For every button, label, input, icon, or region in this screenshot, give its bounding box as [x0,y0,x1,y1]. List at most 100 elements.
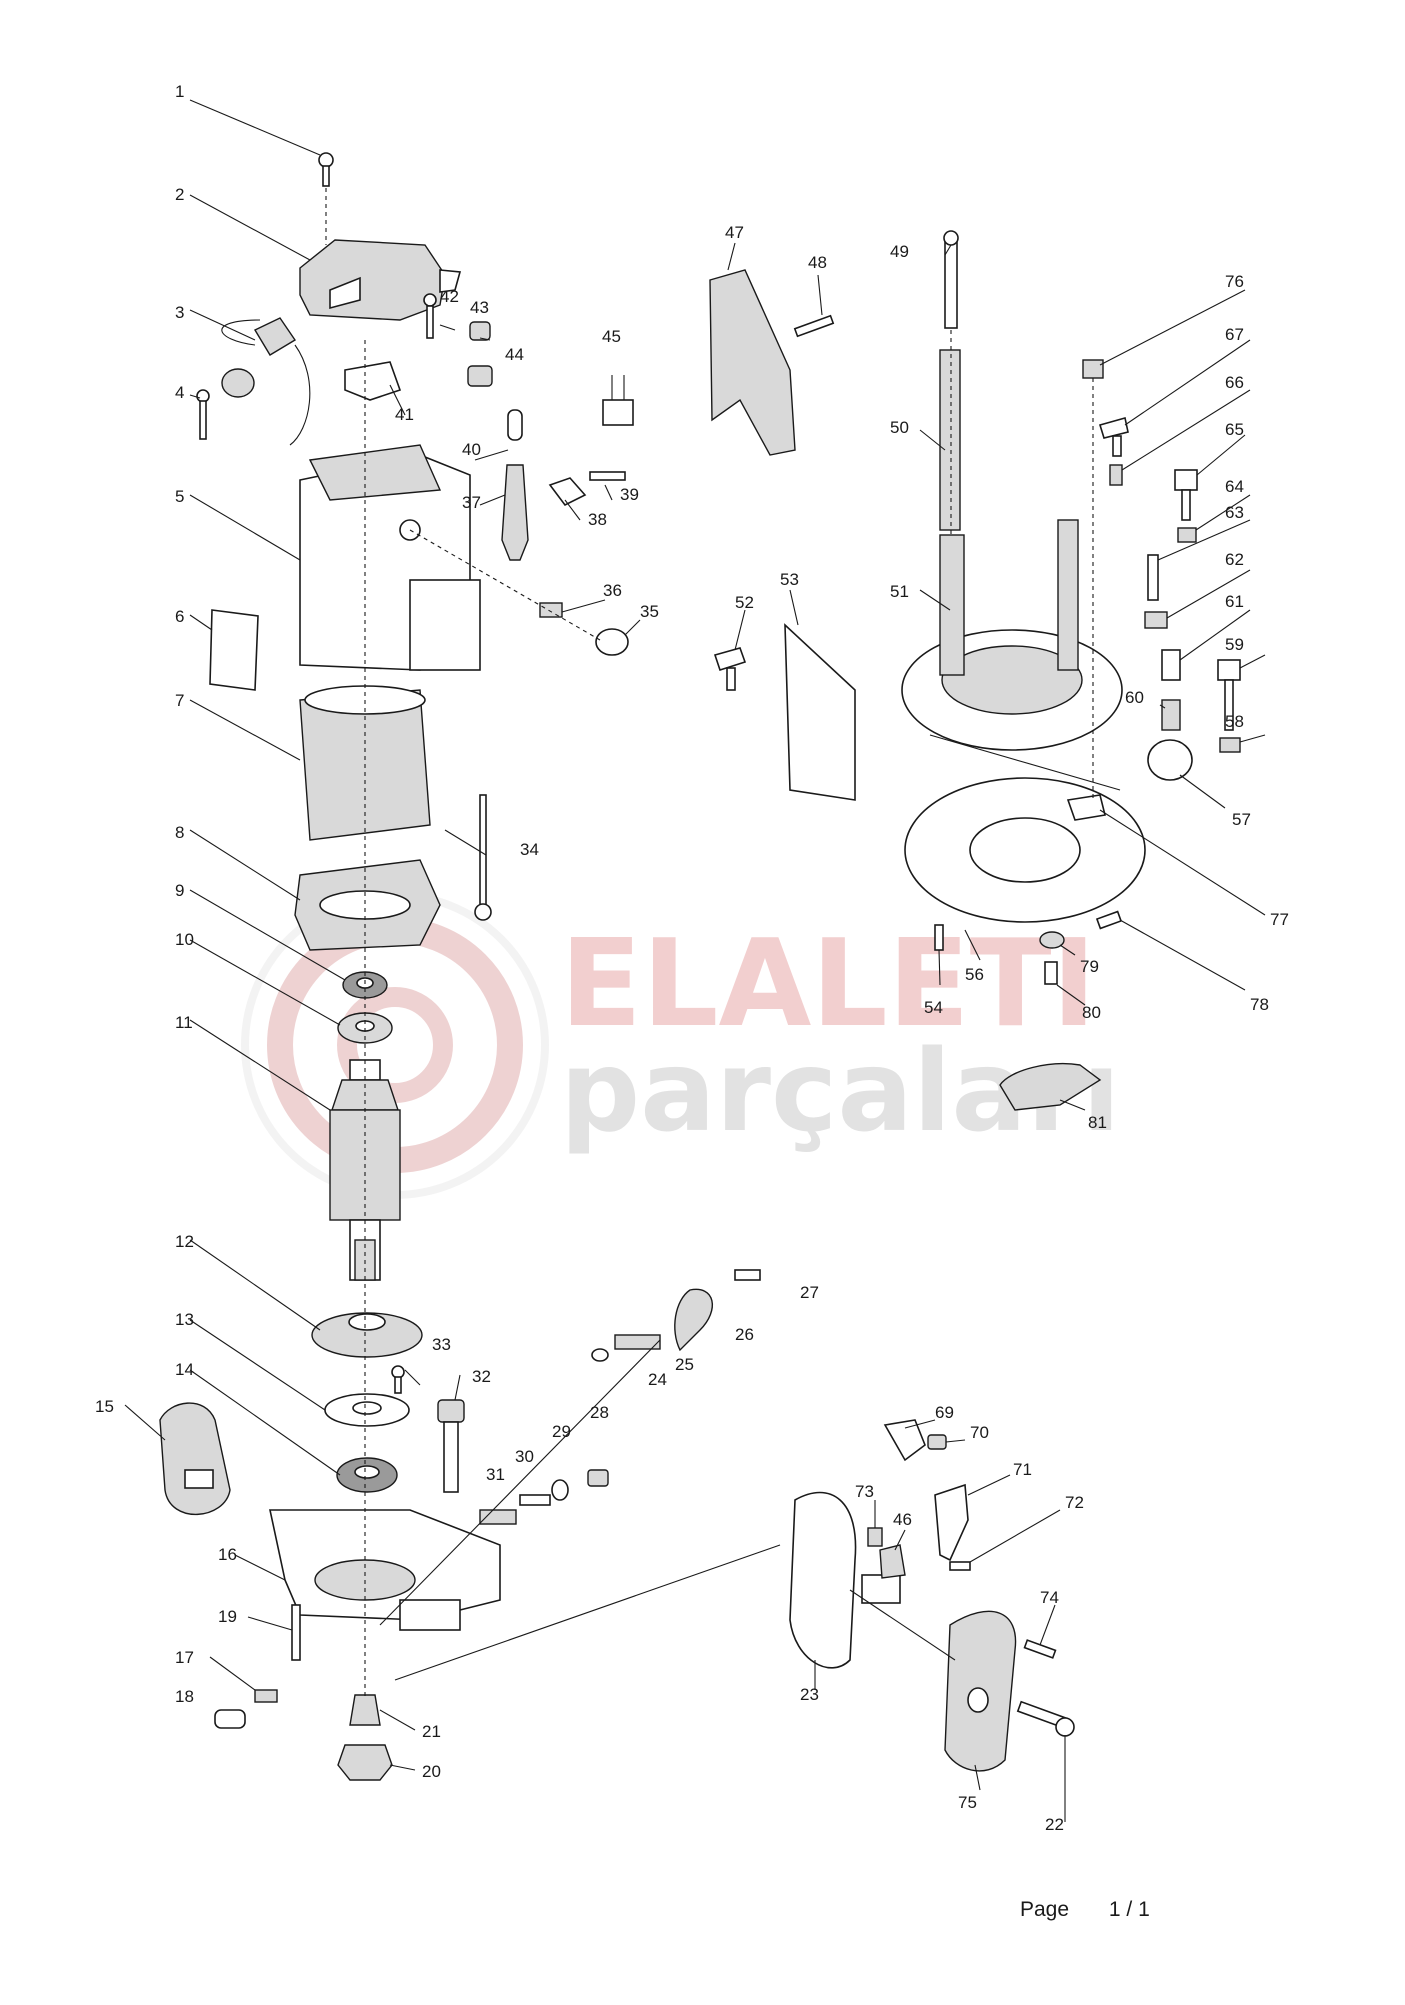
part-label: 78 [1250,995,1269,1014]
part-37-strain-relief [501,464,529,561]
part-79-washer [1039,931,1065,949]
part-38-cord-clamp [548,477,587,507]
part-label: 49 [890,242,909,261]
part-label: 17 [175,1648,194,1667]
part-28-cap [587,1469,609,1487]
part-label: 19 [218,1607,237,1626]
part-1-screw [318,152,334,187]
part-label: 51 [890,582,909,601]
part-label: 64 [1225,477,1244,496]
part-label: 40 [462,440,481,459]
part-27-screw [734,1269,761,1281]
part-77-lever [1066,794,1106,821]
brush-parts [389,324,641,656]
part-label: 36 [603,581,622,600]
part-label: 39 [620,485,639,504]
part-33-screw [391,1365,405,1394]
watermark: ELALETI parçaları [241,891,1121,1199]
part-label: 70 [970,1423,989,1442]
watermark-text-top: ELALETI [560,915,1096,1054]
part-21-collet-cone [349,1694,381,1726]
leader-lines-right [727,242,1266,1111]
part-label: 32 [472,1367,491,1386]
part-81-lever-handle [999,1063,1102,1111]
part-label: 69 [935,1403,954,1422]
part-4-screw [196,389,210,440]
part-label: 74 [1040,1588,1059,1607]
part-59-hex-bolt [1217,659,1241,731]
part-label: 47 [725,223,744,242]
part-label: 53 [780,570,799,589]
part-35-brush-holder-cap [595,628,629,656]
part-label: 16 [218,1545,237,1564]
part-label: 5 [175,487,184,506]
part-15-grip [159,1402,231,1516]
part-47-guide-holder [709,269,796,456]
part-label: 8 [175,823,184,842]
part-49-rod [943,230,959,329]
part-label: 43 [470,298,489,317]
part-74-screw [1023,1639,1057,1659]
part-66-spring [1109,464,1123,486]
part-label: 23 [800,1685,819,1704]
part-label: 3 [175,303,184,322]
part-label: 6 [175,607,184,626]
part-label: 34 [520,840,539,859]
part-label: 67 [1225,325,1244,344]
part-72-pin [949,1561,971,1571]
part-61-screw [1161,649,1181,681]
part-18-pin [214,1709,246,1729]
part-label: 26 [735,1325,754,1344]
page-footer: Page 1 / 1 [1020,1898,1150,1922]
part-label: 80 [1082,1003,1101,1022]
part-2-motor-cover [299,239,462,321]
part-42-screw [423,293,437,339]
part-71-lever [934,1483,969,1562]
part-14-ball-bearing [336,1457,398,1493]
part-label: 58 [1225,712,1244,731]
part-label: 9 [175,881,184,900]
part-label: 41 [395,405,414,424]
part-label: 35 [640,602,659,621]
part-label: 15 [95,1397,114,1416]
motor-assembly [124,99,781,1781]
part-51-base [901,519,1123,751]
part-9-ball-bearing [342,971,388,999]
part-label: 61 [1225,592,1244,611]
part-label: 60 [1125,688,1144,707]
part-44-nut [467,365,493,387]
part-70-sleeve [927,1434,947,1450]
part-label: 4 [175,383,184,402]
part-label: 22 [1045,1815,1064,1834]
part-23-housing-cover [789,1491,857,1669]
part-label: 31 [486,1465,505,1484]
part-label: 1 [175,82,184,101]
part-label: 63 [1225,503,1244,522]
part-62-nut [1144,611,1168,629]
part-label: 81 [1088,1113,1107,1132]
part-58-nut [1219,737,1241,753]
part-75-switch-cover [944,1610,1017,1772]
part-label: 48 [808,253,827,272]
part-64-nut [1177,527,1197,543]
part-50-spring [939,349,961,531]
part-40-sleeve [507,409,523,441]
part-label: 37 [462,493,481,512]
part-label: 30 [515,1447,534,1466]
part-69-switch-lever [883,1419,926,1462]
part-20-collet-nut [337,1744,393,1781]
part-76-cap [1082,359,1104,379]
part-57-stopper-block [1147,739,1193,781]
part-label: 52 [735,593,754,612]
part-label: 75 [958,1793,977,1812]
part-17-spring [254,1689,278,1703]
part-label: 38 [588,510,607,529]
part-34-screw [474,794,492,921]
part-label: 33 [432,1335,451,1354]
page-number: 1 / 1 [1108,1898,1150,1921]
part-label: 54 [924,998,943,1017]
part-label: 50 [890,418,909,437]
part-30-pin [519,1494,551,1506]
part-73-spring [867,1527,883,1547]
